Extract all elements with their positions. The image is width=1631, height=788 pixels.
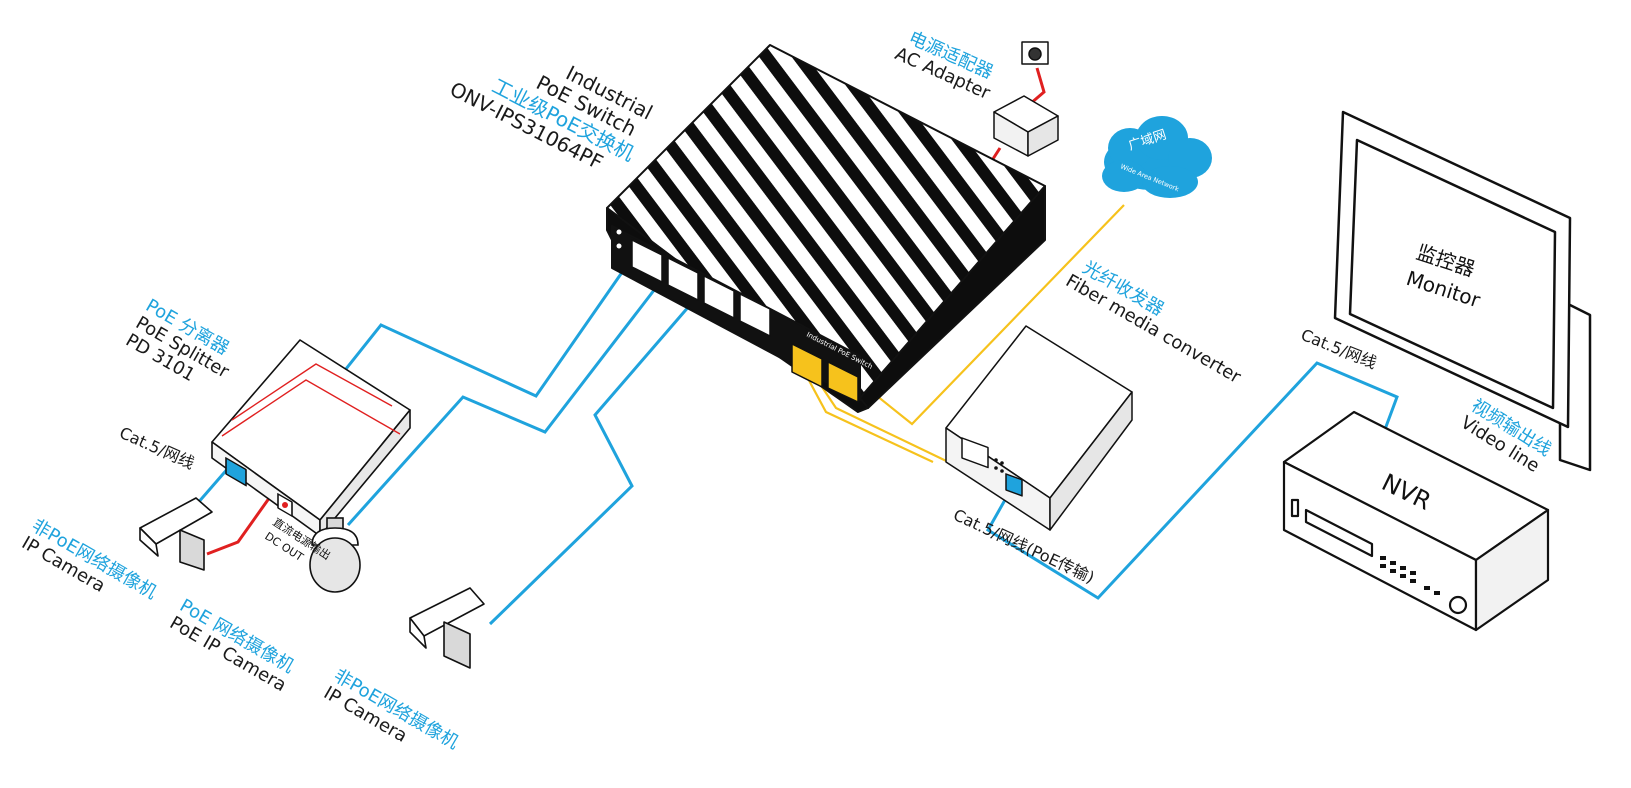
rj45-port-4 [739,293,771,337]
rj45-port-2 [667,257,699,301]
camera-1-mount [179,529,205,571]
cable-converter-to-nvr [985,361,1399,600]
wan-cloud [1102,116,1212,198]
switch-led-1 [616,229,622,235]
converter-rj45-port [1005,473,1023,497]
power-splitter-to-camera [206,479,284,556]
ip-camera-1 [139,497,213,571]
nvr-usb-ports [1290,498,1300,518]
converter-side [1049,391,1133,531]
monitor-screen [1348,138,1557,410]
fiber-media-converter [945,325,1133,531]
cable-switch-to-splitter [328,257,634,398]
camera-1-lens [139,527,159,557]
sfp-port-2 [827,361,859,403]
switch-rj45-ports [631,239,771,337]
camera-2-mount [443,621,471,669]
monitor [1333,110,1592,472]
power-plug-to-adapter [1029,67,1046,106]
industrial-poe-switch: Industrial PoE Switch [606,44,1046,413]
cable-switch-to-ip-camera-2 [488,289,705,626]
sfp-port-1 [791,343,823,388]
nvr-power-knob [1448,595,1468,615]
poe-splitter [211,339,411,537]
splitter-rj45-port [225,457,247,487]
ac-adapter [993,41,1059,157]
switch-sfp-ports [791,343,859,403]
splitter-red-stripe-2 [221,379,401,437]
poe-ip-camera [309,517,361,593]
splitter-red-stripe-1 [231,363,393,421]
nvr-buttons [1380,556,1440,595]
nvr-drive-slot [1304,508,1374,558]
rj45-port-3 [703,275,735,319]
nvr-side [1474,508,1550,632]
dome-camera-dome [309,537,361,593]
converter-fiber-port [961,437,989,469]
ethernet-cables [188,257,1399,626]
ip-camera-2 [409,587,485,669]
nvr [1282,410,1550,632]
wall-plug [1028,47,1042,61]
camera-1-body [139,497,213,545]
cable-switch-to-poe-camera [346,271,670,527]
adapter-side [1027,115,1059,157]
switch-led-2 [616,243,622,249]
camera-2-lens [409,617,427,649]
rj45-port-1 [631,239,663,283]
